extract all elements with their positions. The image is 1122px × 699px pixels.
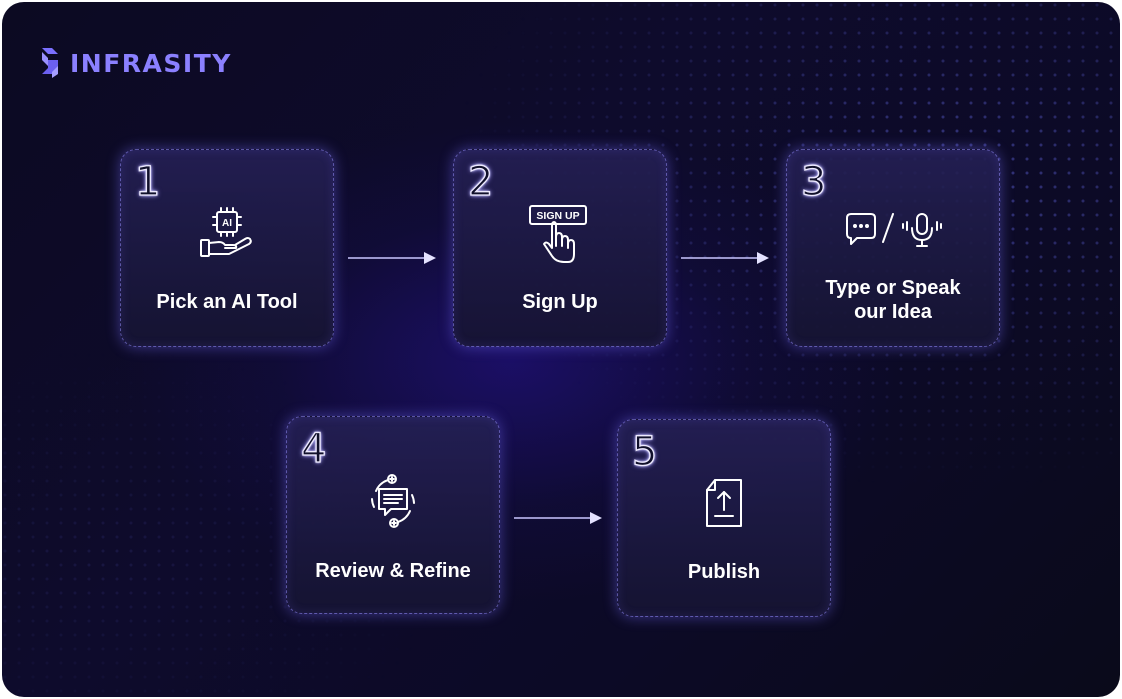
step-card-5: 5 Publish — [617, 419, 831, 617]
sign-up-button-text: SIGN UP — [536, 210, 579, 222]
brand-logo: INFRASITY — [38, 46, 232, 80]
step-label: Pick an AI Tool — [156, 291, 298, 313]
upload-document-icon — [706, 479, 742, 527]
chat-or-voice-icon — [846, 213, 942, 247]
step-card-3: 3 Type or Speak our Idea — [786, 149, 1000, 347]
step-number: 3 — [800, 159, 827, 205]
step-label: Sign Up — [522, 291, 598, 313]
review-cycle-icon — [371, 474, 415, 528]
step-card-1: 1 AI Pick an AI Tool — [120, 149, 334, 347]
step-label: Review & Refine — [315, 560, 471, 582]
infrasity-logo-icon — [42, 48, 58, 78]
divider-slash — [882, 213, 894, 243]
step-number: 5 — [631, 429, 658, 475]
ai-chip-text: AI — [222, 218, 232, 229]
step-card-4: 4 Review & Refine — [286, 416, 500, 614]
step-number: 1 — [134, 159, 161, 205]
ai-hand-icon: AI — [200, 207, 252, 257]
arrow-4-to-5 — [514, 512, 602, 524]
arrow-2-to-3 — [681, 252, 769, 264]
arrow-1-to-2 — [348, 252, 436, 264]
step-label: Type or Speak our Idea — [825, 277, 961, 323]
brand-name: INFRASITY — [70, 48, 232, 78]
step-card-2: 2 SIGN UP Sign Up — [453, 149, 667, 347]
step-number: 2 — [467, 159, 494, 205]
step-label: Publish — [687, 561, 761, 583]
sign-up-click-icon: SIGN UP — [529, 205, 587, 263]
chat-bubble-icon — [846, 213, 876, 245]
step-number: 4 — [300, 426, 327, 472]
microphone-icon — [916, 213, 928, 235]
